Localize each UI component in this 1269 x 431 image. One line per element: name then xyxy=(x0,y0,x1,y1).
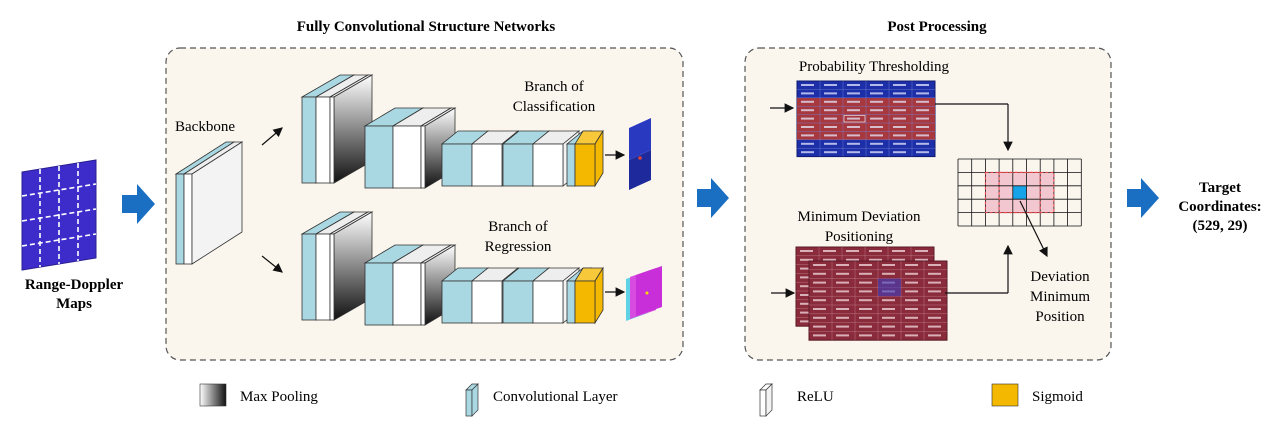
regression-output-map-icon xyxy=(626,266,662,321)
output-label-line3: (529, 29) xyxy=(1193,218,1248,234)
relu-swatch-icon xyxy=(759,383,773,417)
legend-label: ReLU xyxy=(797,389,834,405)
input-label-line1: Range-Doppler xyxy=(25,277,124,293)
backbone-block xyxy=(174,141,244,265)
classification-label-line2: Classification xyxy=(513,99,596,115)
flow-arrow-icon xyxy=(122,184,155,224)
deviation-pointer-arrow xyxy=(1019,200,1048,258)
prob-threshold-label: Probability Thresholding xyxy=(799,59,950,75)
max-pooling-block xyxy=(328,74,374,184)
fcn-section-title: Fully Convolutional Structure Networks xyxy=(297,19,556,35)
range-doppler-map-icon xyxy=(21,159,97,271)
sigmoid-block xyxy=(574,129,604,188)
flow-arrow-icon xyxy=(697,178,729,218)
input-label-line2: Maps xyxy=(56,296,92,312)
backbone-label: Backbone xyxy=(175,119,235,135)
classification-label-line1: Branch of xyxy=(524,79,584,95)
regression-label-line2: Regression xyxy=(485,239,552,255)
deviation-table xyxy=(795,246,948,341)
post-section-title: Post Processing xyxy=(887,19,987,35)
max-pooling-block xyxy=(419,244,457,326)
branch-arrow-up xyxy=(261,127,283,146)
output-label-line1: Target xyxy=(1199,180,1241,196)
sigmoid-swatch-icon xyxy=(991,383,1019,407)
sigmoid-block xyxy=(574,266,604,325)
legend-label: Convolutional Layer xyxy=(493,389,618,405)
max-pooling-block xyxy=(328,211,374,321)
dev-min-label-line3: Position xyxy=(1035,309,1085,325)
output-label-line2: Coordinates: xyxy=(1178,199,1261,215)
min-dev-label-line1: Minimum Deviation xyxy=(798,209,921,225)
regression-branch xyxy=(300,211,604,326)
regression-label-line1: Branch of xyxy=(488,219,548,235)
legend: Max Pooling Convolutional Layer ReLU Sig… xyxy=(199,383,1083,417)
legend-label: Sigmoid xyxy=(1032,389,1083,405)
branch-arrow-down xyxy=(261,255,283,273)
conv-layer-swatch-icon xyxy=(465,383,479,417)
dev-min-label-line1: Deviation xyxy=(1030,269,1090,285)
max-pooling-swatch-icon xyxy=(199,383,227,407)
result-grid xyxy=(957,158,1082,227)
dev-min-label-line2: Minimum xyxy=(1030,289,1090,305)
classification-output-map-icon xyxy=(629,118,651,190)
classification-branch xyxy=(300,74,604,189)
flow-arrow-icon xyxy=(1127,178,1159,218)
min-dev-label-line2: Positioning xyxy=(825,229,894,245)
legend-label: Max Pooling xyxy=(240,389,318,405)
probability-table xyxy=(796,80,936,158)
